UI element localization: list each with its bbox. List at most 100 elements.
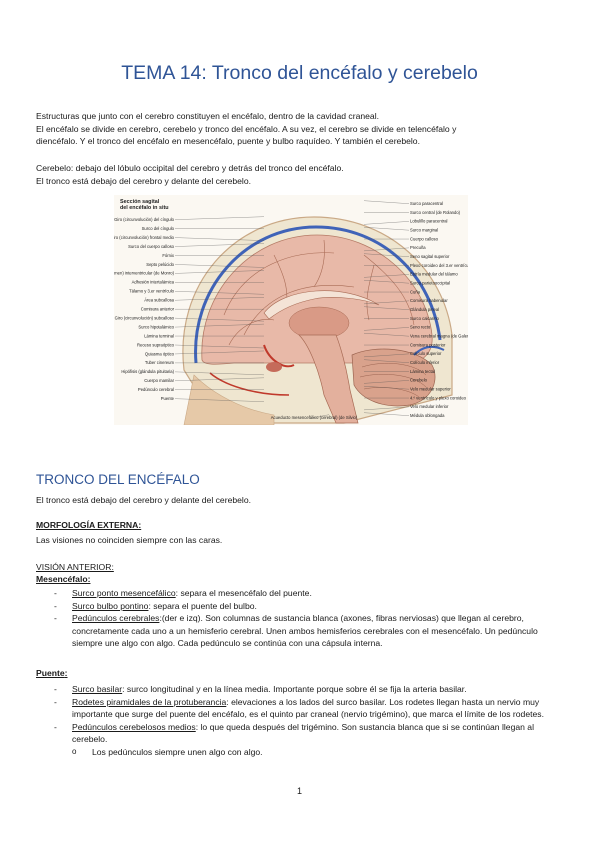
section-lead: El tronco está debajo del cerebro y dela… — [36, 495, 251, 505]
figure-label: Cuña — [410, 289, 421, 294]
figure-label: Plexo coroideo del 3.er ventrículo — [410, 263, 468, 268]
figure-leader-line — [363, 227, 410, 231]
figure-leader-line — [363, 247, 410, 252]
list-item: Pedúnculos cerebelosos medios: lo que qu… — [54, 721, 554, 746]
mesencefalo-list: Surco ponto mesencefálico: separa el mes… — [54, 587, 554, 650]
figure-label: Giro (circunvolución) frontal medio — [114, 235, 175, 240]
figure-leader-line — [174, 291, 265, 295]
figure-label: Vena cerebral magna (de Galeno) — [410, 334, 468, 339]
vision-anterior-heading: VISIÓN ANTERIOR: — [36, 562, 114, 572]
figure-leader-line — [363, 274, 410, 278]
figure-label: Seno sagital superior — [410, 254, 450, 259]
figure-label: Glándula pineal — [410, 307, 439, 312]
figure-leader-line — [363, 306, 410, 310]
figure-leader-line — [363, 380, 410, 384]
figure-leader-line — [363, 200, 410, 204]
figure-label: Cerebelo — [410, 378, 428, 383]
section-heading: TRONCO DEL ENCÉFALO — [36, 472, 200, 487]
figure-label: 4.º ventrículo y plexo coroideo — [410, 395, 467, 400]
figure-leader-line — [174, 344, 265, 349]
figure-leader-line — [363, 406, 410, 411]
figure-label: Surco central (de Rolando) — [410, 210, 461, 215]
figure-label: Adhesión intertalámica — [132, 280, 175, 285]
figure-label: Agujero (foramen) interventricular (de M… — [114, 271, 175, 276]
figure-label: Pedúnculo cerebral — [138, 387, 174, 392]
figure-label: Área subcallosa — [144, 298, 174, 303]
figure-label: Quiasma óptico — [145, 351, 175, 356]
figure-label: Tuber cinereum — [145, 360, 175, 365]
figure-leader-line — [174, 371, 265, 375]
figure-labels-bottom: Acueducto mesencefálico (cerebral) (de S… — [271, 414, 358, 420]
figure-label: Estría medular del tálamo — [410, 272, 458, 277]
figure-leader-line — [174, 237, 265, 241]
figure-leader-line — [363, 386, 410, 390]
figure-label: Comisura anterior — [141, 307, 175, 312]
tronco-line: El tronco está debajo del cerebro y dela… — [36, 175, 251, 186]
figure-label: Septo pelúcido — [146, 262, 174, 267]
figure-label: Lámina tectal — [410, 369, 435, 374]
figure-label: Fórnix — [162, 253, 175, 258]
intro-paragraph: Estructuras que junto con el cerebro con… — [36, 110, 456, 148]
intro-line: El encéfalo se divide en cerebro, cerebe… — [36, 123, 457, 134]
figure-label: Surco calcarino — [410, 316, 440, 321]
figure-leader-line — [174, 377, 265, 381]
figure-label: Surco hipotalámico — [138, 324, 174, 329]
figure-label: Comisura posterior — [410, 342, 446, 347]
list-item: Rodetes piramidales de la protuberancia:… — [54, 696, 554, 721]
intro-line: diencéfalo. Y el tronco del encéfalo en … — [36, 136, 420, 147]
figure-leader-line — [363, 327, 410, 331]
mesencefalo-heading: Mesencéfalo: — [36, 574, 91, 584]
page-number: 1 — [296, 786, 302, 796]
figure-leader-line — [363, 353, 410, 358]
figure-label: Hipófisis (glándula pituitaria) — [121, 369, 174, 374]
morphology-text: Las visiones no coinciden siempre con la… — [36, 535, 223, 545]
figure-leader-line — [174, 318, 265, 322]
figure-leader-line — [174, 323, 265, 328]
figure-label: Acueducto mesencefálico (cerebral) (de S… — [271, 415, 358, 420]
figure-label: Velo medular superior — [410, 387, 451, 392]
figure-leader-line — [174, 264, 265, 268]
intro-line: Estructuras que junto con el cerebro con… — [36, 111, 380, 121]
figure-caption-line: del encéfalo in situ — [120, 205, 169, 211]
figure-leader-line — [174, 297, 265, 301]
figure-label: Colículo superior — [410, 351, 442, 356]
figure-leader-line — [363, 300, 410, 305]
sub-list-item: Los pedúnculos siempre unen algo con alg… — [54, 746, 554, 759]
figure-label: Receso supraóptico — [137, 342, 175, 347]
figure-label: Surco paracentral — [410, 201, 443, 206]
figure-label: Colículo inferior — [410, 360, 440, 365]
figure-leader-line — [363, 221, 410, 225]
list-item: Pedúnculos cerebrales:(der e izq). Son c… — [54, 612, 554, 650]
figure-leader-line — [312, 414, 330, 418]
figure-label: Puente — [161, 396, 175, 401]
figure-label: Lobulillo paracentral — [410, 219, 448, 224]
figure-label: Tálamo y 3.er ventrículo — [129, 289, 175, 294]
figure-label: Seno recto — [410, 325, 431, 330]
list-item: Surco bulbo pontino: separa el puente de… — [54, 600, 554, 613]
list-item: Surco ponto mesencefálico: separa el mes… — [54, 587, 554, 600]
figure-label: Lámina terminal — [144, 333, 174, 338]
list-item: Surco basilar: surco longitudinal y en l… — [54, 683, 554, 696]
figure-label: Surco marginal — [410, 228, 438, 233]
figure-leader-line — [174, 216, 265, 220]
figure-label: Cuerpo mamilar — [144, 378, 174, 383]
figure-leader-line — [174, 350, 265, 355]
figure-leader-line — [363, 280, 410, 284]
brain-sagittal-figure: Sección sagital del encéfalo in situ Gir… — [114, 195, 468, 425]
morphology-heading: MORFOLOGÍA EXTERNA: — [36, 520, 142, 530]
figure-label: Cuerpo calloso — [410, 236, 439, 241]
figure-leader-line — [363, 412, 410, 416]
figure-leader-line — [174, 270, 265, 274]
figure-caption-line: Sección sagital — [120, 199, 160, 205]
figure-leader-line — [363, 253, 410, 257]
figure-leader-line — [174, 398, 265, 402]
cerebelo-paragraph: Cerebelo: debajo del lóbulo occipital de… — [36, 162, 344, 187]
figure-label: Velo medular inferior — [410, 404, 449, 409]
cerebelo-line: Cerebelo: debajo del lóbulo occipital de… — [36, 163, 344, 173]
figure-label: Médula oblongada — [410, 413, 445, 418]
figure-label: Surco del cíngulo — [142, 226, 175, 231]
figure-leader-line — [363, 333, 410, 337]
page-title: TEMA 14: Tronco del encéfalo y cerebelo — [121, 62, 478, 84]
